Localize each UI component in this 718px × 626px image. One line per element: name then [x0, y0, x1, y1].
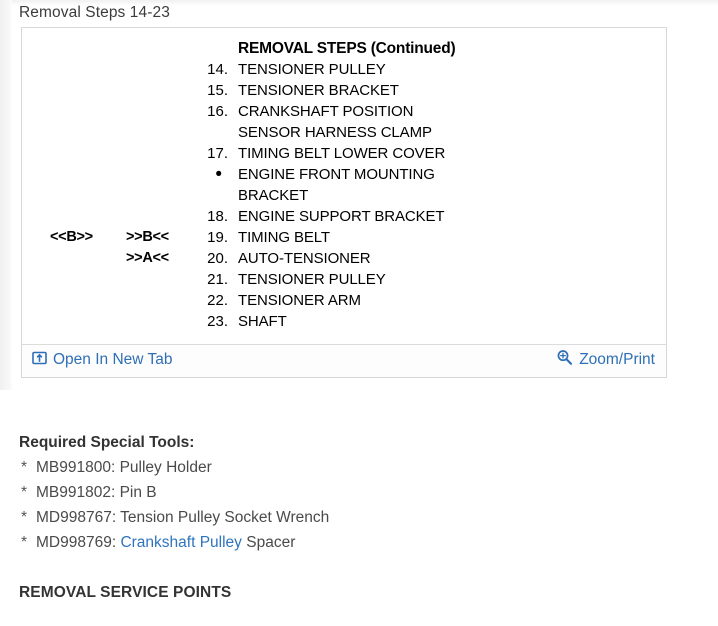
step-marker-right: >>B<<: [126, 229, 169, 245]
diagram-step-row: 16. CRANKSHAFT POSITION: [22, 103, 666, 124]
tool-description: MB991802: Pin B: [36, 484, 157, 502]
step-bullet: •: [215, 164, 222, 185]
open-in-new-tab-icon: [32, 350, 47, 370]
step-label: TIMING BELT LOWER COVER: [238, 145, 446, 162]
step-label: BRACKET: [238, 187, 309, 204]
step-number: 23.: [207, 313, 228, 330]
diagram-step-row: 17. TIMING BELT LOWER COVER: [22, 145, 666, 166]
step-number: 20.: [207, 250, 228, 267]
diagram-step-row: <<B>> >>B<< 19. TIMING BELT: [22, 229, 666, 250]
diagram-title: REMOVAL STEPS (Continued): [238, 40, 456, 57]
tool-description: MB991800: Pulley Holder: [36, 459, 212, 477]
tool-description: MD998767: Tension Pulley Socket Wrench: [36, 509, 329, 527]
step-label: TENSIONER BRACKET: [238, 82, 399, 99]
required-tools-heading: Required Special Tools:: [19, 434, 195, 451]
figure-image[interactable]: REMOVAL STEPS (Continued) 14. TENSIONER P…: [22, 28, 666, 344]
diagram-step-row: 18. ENGINE SUPPORT BRACKET: [22, 208, 666, 229]
step-label: AUTO-TENSIONER: [238, 250, 371, 267]
step-marker-right: >>A<<: [126, 250, 169, 266]
left-margin-gutter: [0, 0, 12, 390]
step-number: 19.: [207, 229, 228, 246]
magnifier-plus-icon: [556, 349, 573, 371]
step-label: TENSIONER ARM: [238, 292, 361, 309]
zoom-print-button[interactable]: Zoom/Print: [556, 349, 655, 371]
step-number: 21.: [207, 271, 228, 288]
diagram-step-row: 21. TENSIONER PULLEY: [22, 271, 666, 292]
step-label: ENGINE SUPPORT BRACKET: [238, 208, 445, 225]
step-number: 17.: [207, 145, 228, 162]
step-number: 14.: [207, 61, 228, 78]
tool-bullet-asterisk: *: [21, 459, 28, 476]
tool-bullet-asterisk: *: [21, 484, 28, 501]
step-number: 16.: [207, 103, 228, 120]
diagram-step-row: SENSOR HARNESS CLAMP: [22, 124, 666, 145]
step-label: TIMING BELT: [238, 229, 330, 246]
figure-panel: REMOVAL STEPS (Continued) 14. TENSIONER P…: [21, 27, 667, 378]
tool-list-item: * MD998767: Tension Pulley Socket Wrench: [0, 509, 718, 534]
tool-code-text: MD998767: Tension Pulley Socket Wrench: [36, 509, 330, 526]
diagram-step-row: 15. TENSIONER BRACKET: [22, 82, 666, 103]
diagram-step-row: 14. TENSIONER PULLEY: [22, 61, 666, 82]
tool-list-item: * MD998769: Crankshaft Pulley Spacer: [0, 534, 718, 559]
step-label: SENSOR HARNESS CLAMP: [238, 124, 432, 141]
tool-bullet-asterisk: *: [21, 534, 28, 551]
diagram-step-row: • ENGINE FRONT MOUNTING: [22, 164, 666, 187]
step-label: CRANKSHAFT POSITION: [238, 103, 414, 120]
crankshaft-pulley-link[interactable]: Crankshaft Pulley: [120, 534, 242, 551]
step-number: 22.: [207, 292, 228, 309]
tool-list-item: * MB991800: Pulley Holder: [0, 459, 718, 484]
step-number: 18.: [207, 208, 228, 225]
step-marker-left: <<B>>: [50, 229, 93, 245]
tool-description: MD998769: Crankshaft Pulley Spacer: [36, 534, 295, 552]
tool-list-item: * MB991802: Pin B: [0, 484, 718, 509]
step-label: TENSIONER PULLEY: [238, 61, 386, 78]
required-tools-list: * MB991800: Pulley Holder * MB991802: Pin B…: [0, 459, 718, 559]
diagram-step-row: 22. TENSIONER ARM: [22, 292, 666, 313]
step-number: 15.: [207, 82, 228, 99]
open-in-new-tab-button[interactable]: Open In New Tab: [32, 350, 172, 370]
diagram-step-row: 23. SHAFT: [22, 313, 666, 334]
step-label: SHAFT: [238, 313, 287, 330]
tool-suffix-text: Spacer: [241, 534, 296, 551]
removal-service-points-heading: REMOVAL SERVICE POINTS: [19, 584, 232, 601]
step-label: TENSIONER PULLEY: [238, 271, 386, 288]
page-title: Removal Steps 14-23: [19, 4, 170, 21]
step-label: ENGINE FRONT MOUNTING: [238, 166, 435, 183]
tool-code-text: MD998769:: [36, 534, 121, 551]
open-in-new-tab-label: Open In New Tab: [53, 351, 173, 368]
tool-code-text: MB991800: Pulley Holder: [36, 459, 212, 476]
zoom-print-label: Zoom/Print: [579, 351, 655, 368]
tool-bullet-asterisk: *: [21, 509, 28, 526]
diagram-step-row: BRACKET: [22, 187, 666, 208]
top-gradient-strip: [0, 0, 718, 6]
figure-toolbar: Open In New Tab Zoom/Print: [22, 344, 666, 377]
diagram-step-row: >>A<< 20. AUTO-TENSIONER: [22, 250, 666, 271]
tool-code-text: MB991802: Pin B: [36, 484, 157, 501]
